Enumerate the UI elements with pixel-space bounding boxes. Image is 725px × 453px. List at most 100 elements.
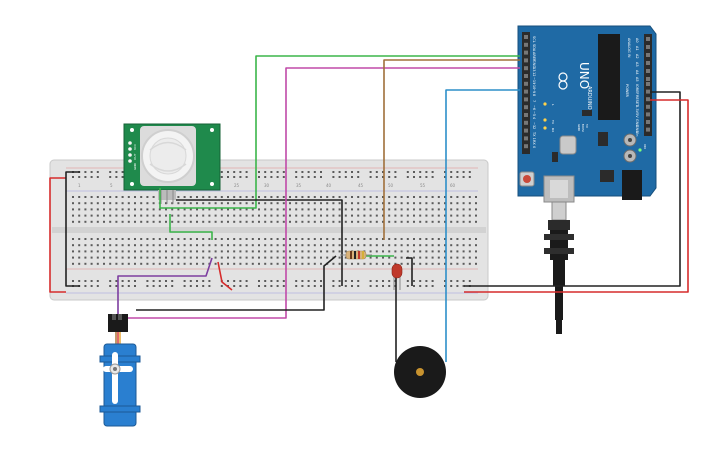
breadboard-hole[interactable] bbox=[84, 202, 87, 205]
breadboard-hole[interactable] bbox=[456, 220, 459, 223]
breadboard-hole[interactable] bbox=[462, 280, 465, 282]
breadboard-hole[interactable] bbox=[338, 171, 341, 173]
breadboard-hole[interactable] bbox=[258, 171, 260, 173]
breadboard-hole[interactable] bbox=[202, 238, 205, 240]
breadboard-hole[interactable] bbox=[276, 208, 279, 211]
breadboard-hole[interactable] bbox=[90, 238, 93, 240]
breadboard-hole[interactable] bbox=[413, 176, 415, 178]
breadboard-hole[interactable] bbox=[413, 171, 415, 173]
breadboard-hole[interactable] bbox=[245, 280, 248, 282]
breadboard-hole[interactable] bbox=[375, 202, 378, 205]
breadboard-hole[interactable] bbox=[444, 208, 446, 211]
breadboard-hole[interactable] bbox=[214, 208, 217, 211]
breadboard-hole[interactable] bbox=[233, 214, 236, 217]
breadboard-hole[interactable] bbox=[152, 196, 155, 198]
breadboard-hole[interactable] bbox=[227, 250, 229, 253]
breadboard-hole[interactable] bbox=[400, 196, 403, 198]
breadboard-hole[interactable] bbox=[307, 208, 310, 211]
breadboard-hole[interactable] bbox=[245, 244, 248, 247]
breadboard-hole[interactable] bbox=[419, 208, 422, 211]
breadboard-hole[interactable] bbox=[239, 256, 242, 259]
breadboard-hole[interactable] bbox=[227, 262, 229, 265]
breadboard-hole[interactable] bbox=[227, 171, 229, 173]
led-red[interactable] bbox=[391, 263, 403, 290]
breadboard-hole[interactable] bbox=[400, 208, 403, 211]
breadboard-hole[interactable] bbox=[251, 250, 254, 253]
breadboard-hole[interactable] bbox=[357, 280, 360, 282]
header-pin[interactable] bbox=[646, 37, 650, 41]
breadboard-hole[interactable] bbox=[332, 238, 335, 240]
breadboard-hole[interactable] bbox=[258, 256, 260, 259]
breadboard-hole[interactable] bbox=[183, 196, 186, 198]
breadboard-hole[interactable] bbox=[90, 220, 93, 223]
breadboard-hole[interactable] bbox=[382, 196, 384, 198]
breadboard-hole[interactable] bbox=[239, 176, 242, 178]
breadboard-hole[interactable] bbox=[344, 262, 347, 265]
breadboard-hole[interactable] bbox=[239, 208, 242, 211]
breadboard-hole[interactable] bbox=[338, 220, 341, 223]
breadboard-hole[interactable] bbox=[431, 238, 434, 240]
breadboard-hole[interactable] bbox=[214, 256, 217, 259]
breadboard-hole[interactable] bbox=[475, 202, 477, 205]
breadboard-hole[interactable] bbox=[282, 176, 285, 178]
breadboard-hole[interactable] bbox=[115, 250, 118, 253]
breadboard-hole[interactable] bbox=[301, 250, 304, 253]
breadboard-hole[interactable] bbox=[264, 256, 267, 259]
breadboard-hole[interactable] bbox=[183, 208, 186, 211]
breadboard-hole[interactable] bbox=[103, 196, 105, 198]
breadboard-hole[interactable] bbox=[245, 196, 248, 198]
breadboard-hole[interactable] bbox=[357, 214, 360, 217]
breadboard-hole[interactable] bbox=[406, 171, 409, 173]
breadboard-hole[interactable] bbox=[270, 250, 273, 253]
breadboard-hole[interactable] bbox=[320, 208, 322, 211]
breadboard-hole[interactable] bbox=[289, 196, 291, 198]
breadboard-hole[interactable] bbox=[351, 214, 353, 217]
breadboard-hole[interactable] bbox=[375, 280, 378, 282]
breadboard-hole[interactable] bbox=[146, 262, 149, 265]
breadboard-hole[interactable] bbox=[202, 196, 205, 198]
breadboard-hole[interactable] bbox=[233, 220, 236, 223]
breadboard-hole[interactable] bbox=[189, 196, 192, 198]
breadboard-hole[interactable] bbox=[369, 176, 372, 178]
breadboard-hole[interactable] bbox=[227, 238, 229, 240]
breadboard-hole[interactable] bbox=[295, 285, 298, 287]
breadboard-hole[interactable] bbox=[295, 214, 298, 217]
breadboard-hole[interactable] bbox=[233, 280, 236, 282]
breadboard-hole[interactable] bbox=[431, 250, 434, 253]
breadboard-hole[interactable] bbox=[202, 244, 205, 247]
breadboard-hole[interactable] bbox=[227, 202, 229, 205]
breadboard-hole[interactable] bbox=[295, 244, 298, 247]
breadboard-hole[interactable] bbox=[183, 280, 186, 282]
breadboard-hole[interactable] bbox=[338, 214, 341, 217]
breadboard-hole[interactable] bbox=[382, 176, 384, 178]
breadboard-hole[interactable] bbox=[258, 208, 260, 211]
breadboard-hole[interactable] bbox=[84, 196, 87, 198]
breadboard-hole[interactable] bbox=[307, 256, 310, 259]
breadboard-hole[interactable] bbox=[320, 196, 322, 198]
breadboard-hole[interactable] bbox=[462, 244, 465, 247]
breadboard-hole[interactable] bbox=[220, 220, 223, 223]
breadboard-hole[interactable] bbox=[456, 202, 459, 205]
breadboard-hole[interactable] bbox=[282, 244, 285, 247]
breadboard-hole[interactable] bbox=[295, 176, 298, 178]
breadboard-hole[interactable] bbox=[425, 280, 428, 282]
breadboard-hole[interactable] bbox=[214, 220, 217, 223]
breadboard-hole[interactable] bbox=[295, 262, 298, 265]
breadboard-hole[interactable] bbox=[369, 208, 372, 211]
breadboard-hole[interactable] bbox=[202, 214, 205, 217]
breadboard-hole[interactable] bbox=[307, 285, 310, 287]
breadboard-hole[interactable] bbox=[394, 171, 397, 173]
breadboard-hole[interactable] bbox=[406, 196, 409, 198]
breadboard-hole[interactable] bbox=[413, 214, 415, 217]
breadboard-hole[interactable] bbox=[475, 220, 477, 223]
breadboard-hole[interactable] bbox=[419, 262, 422, 265]
breadboard-hole[interactable] bbox=[400, 244, 403, 247]
breadboard-hole[interactable] bbox=[103, 250, 105, 253]
breadboard-hole[interactable] bbox=[369, 256, 372, 259]
breadboard-hole[interactable] bbox=[189, 280, 192, 282]
breadboard-hole[interactable] bbox=[258, 196, 260, 198]
breadboard-hole[interactable] bbox=[357, 238, 360, 240]
breadboard-hole[interactable] bbox=[462, 202, 465, 205]
breadboard-hole[interactable] bbox=[295, 256, 298, 259]
breadboard-hole[interactable] bbox=[134, 208, 136, 211]
